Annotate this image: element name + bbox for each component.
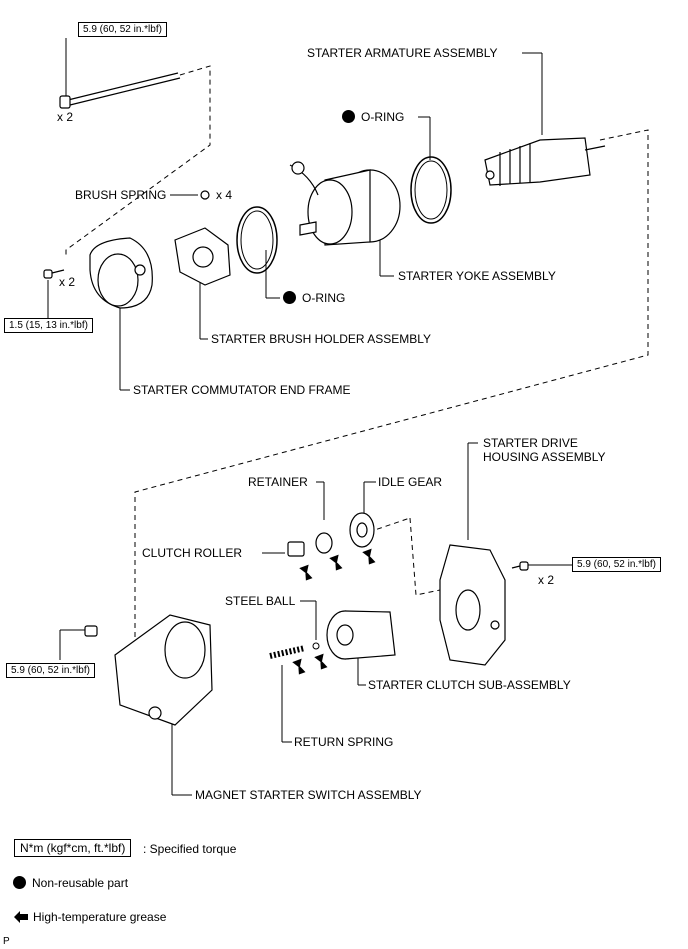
legend-grease: High-temperature grease	[33, 910, 167, 924]
qty-through-bolt: x 2	[57, 110, 74, 124]
legend-nonreusable: Non-reusable part	[13, 876, 128, 890]
label-armature: STARTER ARMATURE ASSEMBLY	[307, 46, 498, 60]
label-return-spring: RETURN SPRING	[294, 735, 394, 749]
label-yoke: STARTER YOKE ASSEMBLY	[398, 269, 556, 283]
label-magnet-switch: MAGNET STARTER SWITCH ASSEMBLY	[195, 788, 422, 802]
label-clutch-sub-assembly: STARTER CLUTCH SUB-ASSEMBLY	[368, 678, 571, 692]
nonreusable-dot-icon	[13, 876, 26, 889]
corner-mark: P	[3, 936, 10, 947]
label-oring-top: O-RING	[342, 110, 404, 124]
torque-end-frame-screw: 1.5 (15, 13 in.*lbf)	[4, 318, 93, 333]
legend-torque-box: N*m (kgf*cm, ft.*lbf)	[14, 839, 132, 857]
nonreusable-dot-icon	[342, 110, 355, 123]
label-drive-housing-line2: HOUSING ASSEMBLY	[483, 450, 606, 464]
label-drive-housing-line1: STARTER DRIVE	[483, 436, 578, 450]
label-commutator-end-frame: STARTER COMMUTATOR END FRAME	[133, 383, 351, 397]
qty-end-frame-screw: x 2	[59, 275, 76, 289]
torque-terminal-nut: 5.9 (60, 52 in.*lbf)	[6, 663, 95, 678]
label-retainer: RETAINER	[248, 475, 308, 489]
qty-brush-spring: x 4	[216, 188, 233, 202]
legend-torque-text: : Specified torque	[143, 842, 237, 856]
qty-housing-bolt: x 2	[538, 573, 555, 587]
label-oring-mid: O-RING	[283, 291, 345, 305]
label-steel-ball: STEEL BALL	[225, 594, 296, 608]
label-brush-holder: STARTER BRUSH HOLDER ASSEMBLY	[211, 332, 432, 346]
torque-through-bolt: 5.9 (60, 52 in.*lbf)	[78, 22, 167, 37]
nonreusable-dot-icon	[283, 291, 296, 304]
torque-housing-bolt: 5.9 (60, 52 in.*lbf)	[572, 557, 661, 572]
label-idle-gear: IDLE GEAR	[378, 475, 443, 489]
label-clutch-roller: CLUTCH ROLLER	[142, 546, 243, 560]
label-brush-spring: BRUSH SPRING	[75, 188, 167, 202]
